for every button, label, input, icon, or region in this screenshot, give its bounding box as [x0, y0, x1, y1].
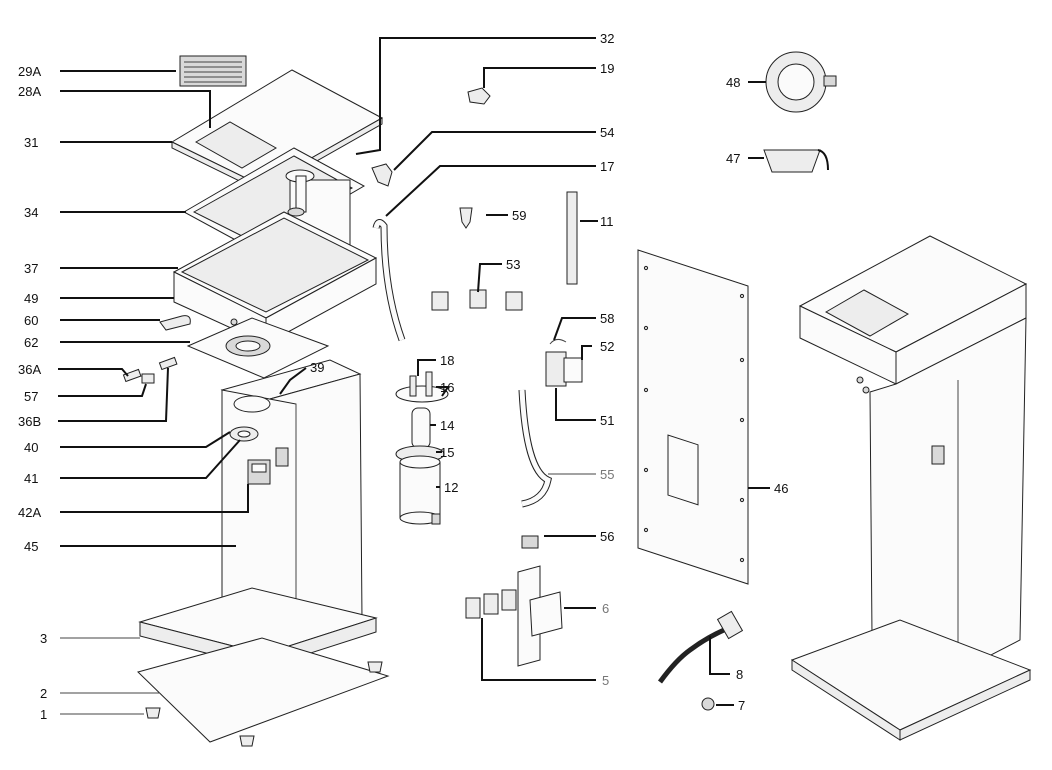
- label-15: 15: [440, 445, 454, 460]
- assembled-brewer: [790, 235, 1032, 741]
- label-54: 54: [600, 125, 614, 140]
- part-19-clip: [467, 87, 491, 105]
- part-45-cabinet: [220, 359, 363, 651]
- part-39-washer: [233, 395, 271, 413]
- label-58: 58: [600, 311, 614, 326]
- part-11-tube: [566, 191, 578, 285]
- label-55: 55: [600, 467, 614, 482]
- label-49: 49: [24, 291, 38, 306]
- part-46-panel: [637, 249, 749, 585]
- label-46: 46: [774, 481, 788, 496]
- label-60: 60: [24, 313, 38, 328]
- label-6: 6: [602, 601, 609, 616]
- part-54-elbow: [371, 163, 393, 187]
- label-47: 47: [726, 151, 740, 166]
- part-1-feet: [145, 661, 383, 747]
- part-40-gasket: [229, 426, 259, 442]
- part-51-52-58-solenoid: [545, 338, 583, 387]
- part-31-top-lid: [170, 69, 384, 193]
- label-11: 11: [600, 214, 614, 229]
- label-59: 59: [512, 208, 526, 223]
- label-39: 39: [310, 360, 324, 375]
- label-41: 41: [24, 471, 38, 486]
- part-8-cord: [657, 627, 726, 684]
- label-40: 40: [24, 440, 38, 455]
- label-1: 1: [40, 707, 47, 722]
- label-2: 2: [40, 686, 47, 701]
- label-19: 19: [600, 61, 614, 76]
- part-62-plate: [186, 317, 330, 379]
- label-3: 3: [40, 631, 47, 646]
- part-2-plate: [137, 637, 390, 743]
- part-fittings-36A-57-36B: [122, 356, 178, 384]
- part-5-6-bracket: [465, 565, 563, 667]
- label-53: 53: [506, 257, 520, 272]
- label-36B: 36B: [18, 414, 41, 429]
- label-34: 34: [24, 205, 38, 220]
- label-45: 45: [24, 539, 38, 554]
- label-16: 16: [440, 380, 454, 395]
- label-48: 48: [726, 75, 740, 90]
- label-8: 8: [736, 667, 743, 682]
- part-60-elbow: [159, 315, 191, 331]
- label-18: 18: [440, 353, 454, 368]
- label-5: 5: [602, 673, 609, 688]
- label-32: 32: [600, 31, 614, 46]
- label-52: 52: [600, 339, 614, 354]
- part-7-strain-relief: [701, 697, 715, 711]
- label-51: 51: [600, 413, 614, 428]
- label-42A: 42A: [18, 505, 41, 520]
- label-62: 62: [24, 335, 38, 350]
- label-29A: 29A: [18, 64, 41, 79]
- label-28A: 28A: [18, 84, 41, 99]
- label-36A: 36A: [18, 362, 41, 377]
- label-56: 56: [600, 529, 614, 544]
- label-57: 57: [24, 389, 38, 404]
- label-37: 37: [24, 261, 38, 276]
- part-12-heater-tank: [395, 371, 449, 525]
- label-14: 14: [440, 418, 454, 433]
- part-29A-vent-grille: [179, 55, 247, 87]
- label-31: 31: [24, 135, 38, 150]
- label-17: 17: [600, 159, 614, 174]
- label-7: 7: [738, 698, 745, 713]
- part-59-sensor: [459, 207, 473, 229]
- label-12: 12: [444, 480, 458, 495]
- part-48-basket: [765, 51, 837, 113]
- part-53-valves: [431, 289, 523, 311]
- part-42A-switch: [247, 459, 271, 485]
- part-47-funnel: [763, 149, 829, 173]
- part-56-connector: [521, 535, 539, 549]
